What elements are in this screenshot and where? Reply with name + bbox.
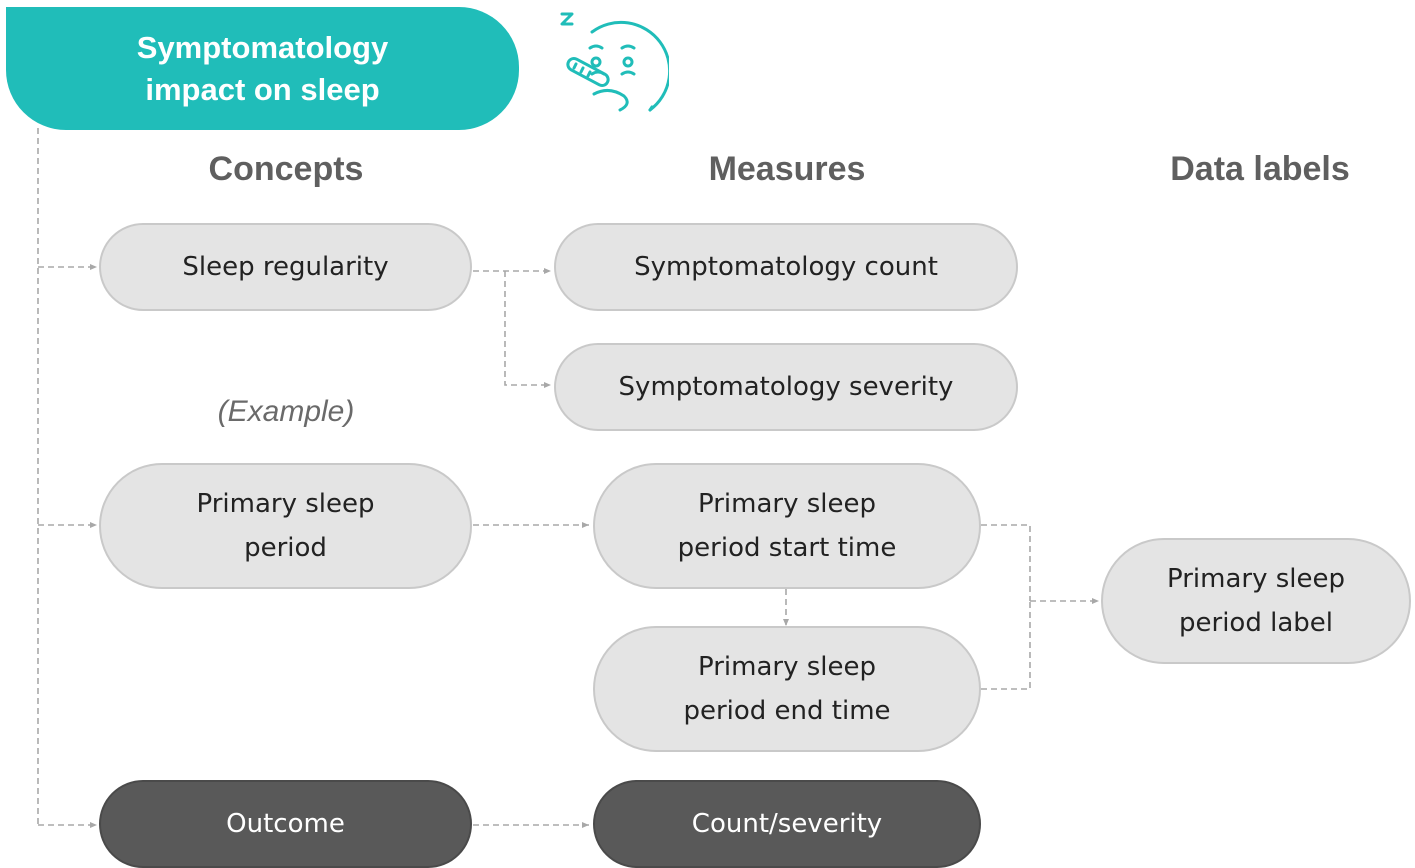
concept-sleep-regularity: Sleep regularity [99,223,472,311]
concept-outcome: Outcome [99,780,472,868]
measure-symptomatology-count: Symptomatology count [554,223,1018,311]
measure-symptomatology-severity: Symptomatology severity [554,343,1018,431]
sick-sleeping-face-icon [560,12,669,112]
measure-primary-sleep-start-time: Primary sleep period start time [593,463,981,589]
header-data-labels: Data labels [1170,150,1350,188]
header-measures: Measures [708,150,866,188]
diagram-title: Symptomatology impact on sleep [6,7,519,130]
concept-primary-sleep-period: Primary sleep period [99,463,472,589]
connector-end-to-label [981,601,1031,690]
header-concepts: Concepts [208,150,364,188]
arrow-to-symptomatology-severity [504,271,551,388]
data-label-primary-sleep-period: Primary sleep period label [1101,538,1411,664]
measure-primary-sleep-end-time: Primary sleep period end time [593,626,981,752]
connector-start-to-label [981,524,1031,601]
example-label: (Example) [217,395,355,428]
measure-count-severity: Count/severity [593,780,981,868]
